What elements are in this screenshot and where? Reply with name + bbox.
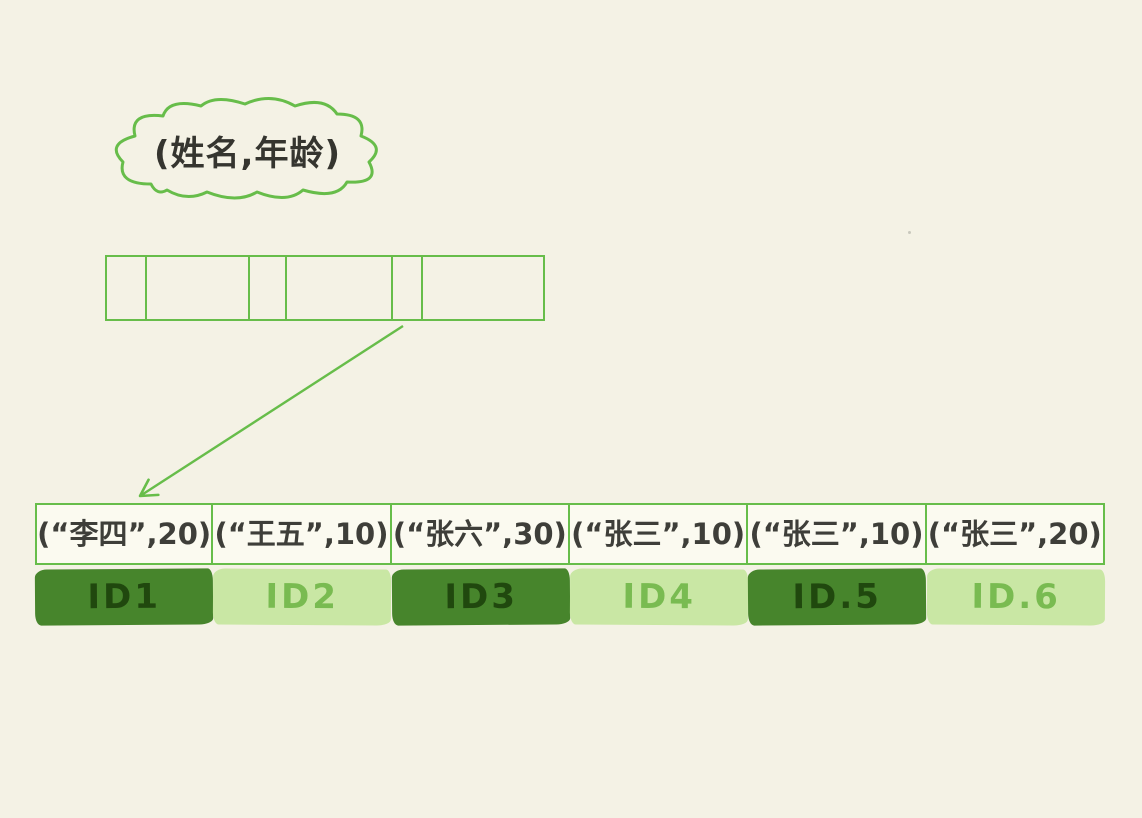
record-column: (“张三”,20) ID.6 <box>926 503 1106 626</box>
tuple-cell: (“张三”,20) <box>926 503 1105 565</box>
id-block: ID.5 <box>748 568 927 626</box>
index-node-cell <box>393 257 423 319</box>
index-node <box>105 255 545 321</box>
index-node-cell <box>107 257 147 319</box>
index-node-cell <box>423 257 543 319</box>
records-table: (“李四”,20) ID1 (“王五”,10) ID2 (“张六”,30) ID… <box>34 503 1106 626</box>
key-bubble-label: (姓名,年龄) <box>154 134 341 174</box>
key-bubble: (姓名,年龄) <box>105 92 390 207</box>
index-node-cell <box>287 257 393 319</box>
index-node-cell <box>250 257 287 319</box>
record-column: (“张三”,10) ID.5 <box>748 503 927 626</box>
tuple-cell: (“张三”,10) <box>569 503 749 565</box>
stray-dot <box>908 231 911 234</box>
record-column: (“张六”,30) ID3 <box>391 503 571 626</box>
index-node-cell <box>147 257 250 319</box>
record-column: (“王五”,10) ID2 <box>213 503 392 626</box>
cloud-outline <box>114 97 378 200</box>
id-block: ID4 <box>569 568 749 626</box>
tuple-cell: (“李四”,20) <box>35 503 214 565</box>
record-column: (“张三”,10) ID4 <box>569 503 749 626</box>
record-column: (“李四”,20) ID1 <box>34 503 214 626</box>
tuple-cell: (“张六”,30) <box>391 503 570 565</box>
id-block: ID.6 <box>926 568 1106 626</box>
tuple-cell: (“张三”,10) <box>748 503 927 565</box>
tuple-cell: (“王五”,10) <box>213 503 392 565</box>
id-block: ID2 <box>213 568 392 626</box>
id-block: ID1 <box>34 568 214 626</box>
id-block: ID3 <box>391 568 571 626</box>
